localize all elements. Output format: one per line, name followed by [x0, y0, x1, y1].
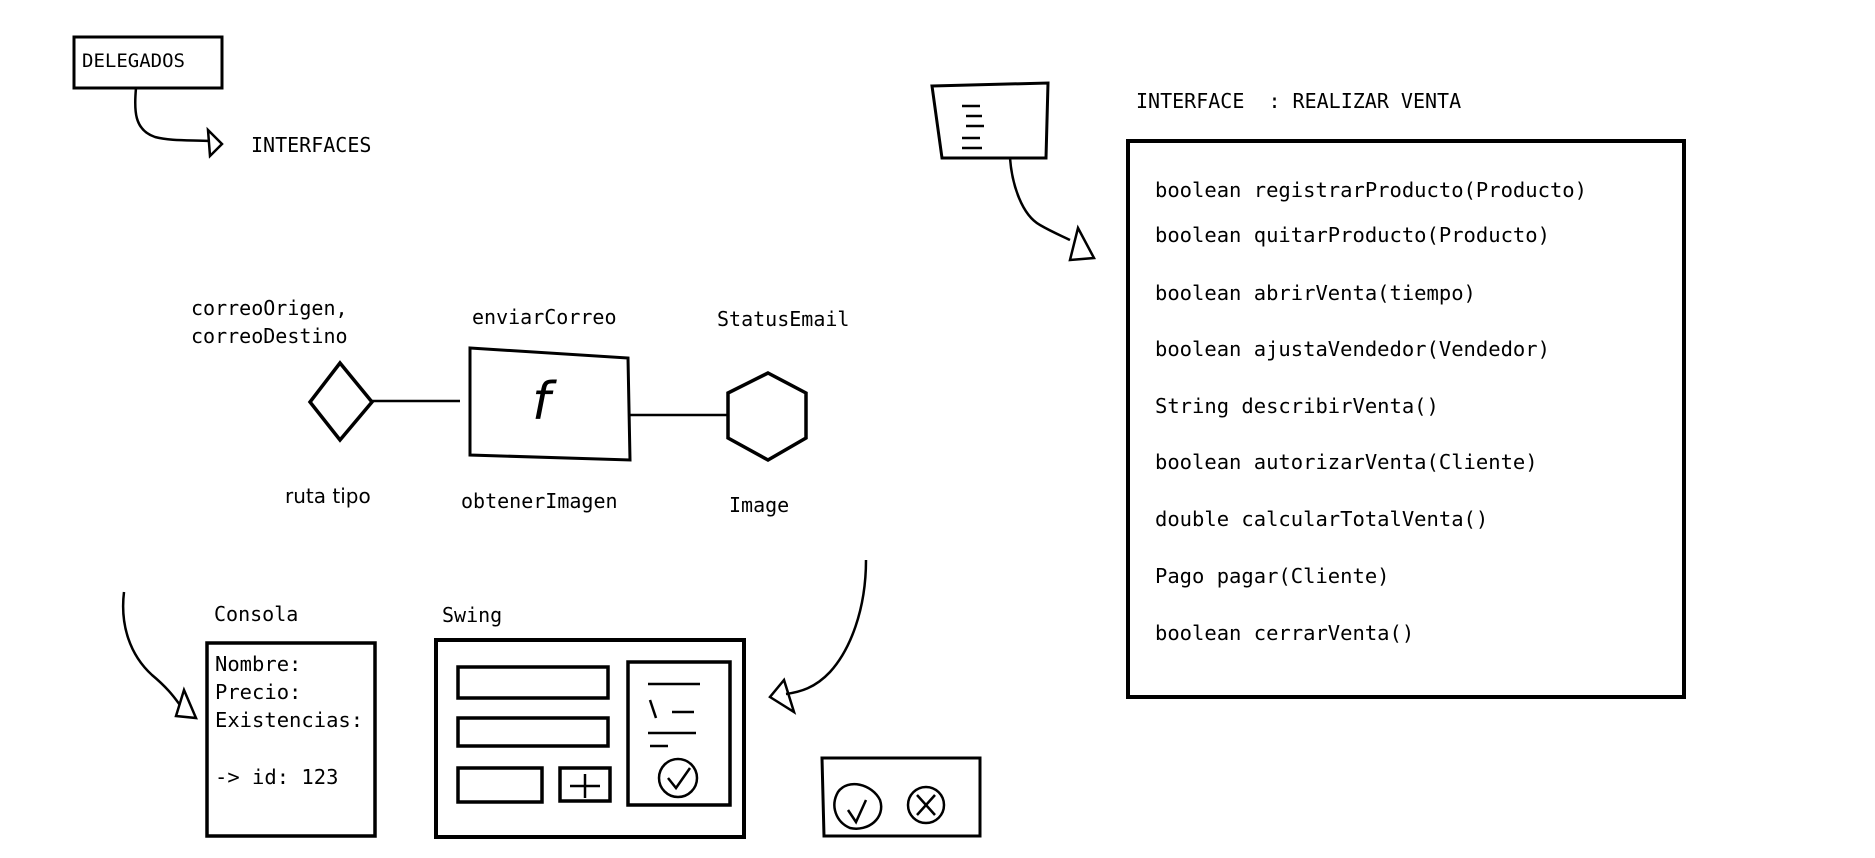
interfaces-label: INTERFACES	[251, 133, 372, 157]
cancel-icon	[906, 785, 946, 825]
console-line: -> id: 123	[215, 765, 339, 789]
method-item: boolean quitarProducto(Producto)	[1155, 223, 1550, 247]
method-item: String describirVenta()	[1155, 394, 1439, 418]
console-line: Nombre:	[215, 652, 302, 676]
delegados-arrow-line	[133, 87, 211, 143]
method-item: Pago pagar(Cliente)	[1155, 564, 1390, 588]
accept-check-icon	[846, 799, 868, 825]
function-symbol: f	[532, 372, 551, 432]
swing-add-button	[558, 766, 612, 803]
document-icon	[930, 81, 1050, 160]
console-line: Existencias:	[215, 708, 364, 732]
consola-arrowhead	[174, 686, 198, 720]
check-mark-icon	[667, 767, 692, 791]
input-diamond	[307, 360, 375, 443]
method-item: boolean autorizarVenta(Cliente)	[1155, 450, 1538, 474]
swing-arrow-line	[785, 559, 868, 696]
swing-field-2	[456, 716, 610, 748]
input-label-line2: correoDestino	[191, 324, 348, 348]
swing-card	[626, 660, 732, 807]
function-top-label: enviarCorreo	[472, 305, 617, 329]
function-bottom-label: obtenerImagen	[461, 489, 618, 513]
interface-panel-box	[1126, 139, 1686, 699]
method-item: boolean ajustaVendedor(Vendedor)	[1155, 337, 1550, 361]
consola-arrow-line	[121, 591, 181, 706]
document-arrowhead	[1068, 224, 1096, 262]
consola-box	[205, 641, 377, 838]
method-item: double calcularTotalVenta()	[1155, 507, 1489, 531]
input-label-line1: correoOrigen,	[191, 296, 348, 320]
check-circle-icon	[657, 757, 699, 799]
output-bottom-label: Image	[729, 493, 790, 517]
interface-title: INTERFACE : REALIZAR VENTA	[1136, 89, 1462, 113]
delegados-box	[72, 35, 224, 90]
document-arrow-line	[1008, 157, 1071, 242]
swing-field-1	[456, 665, 610, 700]
method-item: boolean abrirVenta(tiempo)	[1155, 281, 1476, 305]
input-bottom-label: ruta tipo	[285, 484, 371, 508]
swing-arrowhead	[768, 677, 797, 715]
swing-window	[434, 638, 746, 839]
method-item: boolean registrarProducto(Producto)	[1155, 178, 1587, 202]
cancel-x-icon	[916, 794, 936, 816]
consola-title: Consola	[214, 602, 299, 626]
method-item: boolean cerrarVenta()	[1155, 621, 1415, 645]
accept-icon	[833, 782, 883, 830]
console-line: Precio:	[215, 680, 302, 704]
output-top-label: StatusEmail	[717, 307, 850, 331]
card-line	[648, 699, 658, 719]
output-hexagon	[726, 371, 808, 463]
swing-field-3	[456, 766, 544, 804]
swing-title: Swing	[442, 603, 503, 627]
delegados-arrowhead	[206, 126, 224, 159]
function-box	[468, 346, 632, 462]
dialog-box	[820, 756, 982, 838]
delegados-title: DELEGADOS	[82, 50, 185, 72]
